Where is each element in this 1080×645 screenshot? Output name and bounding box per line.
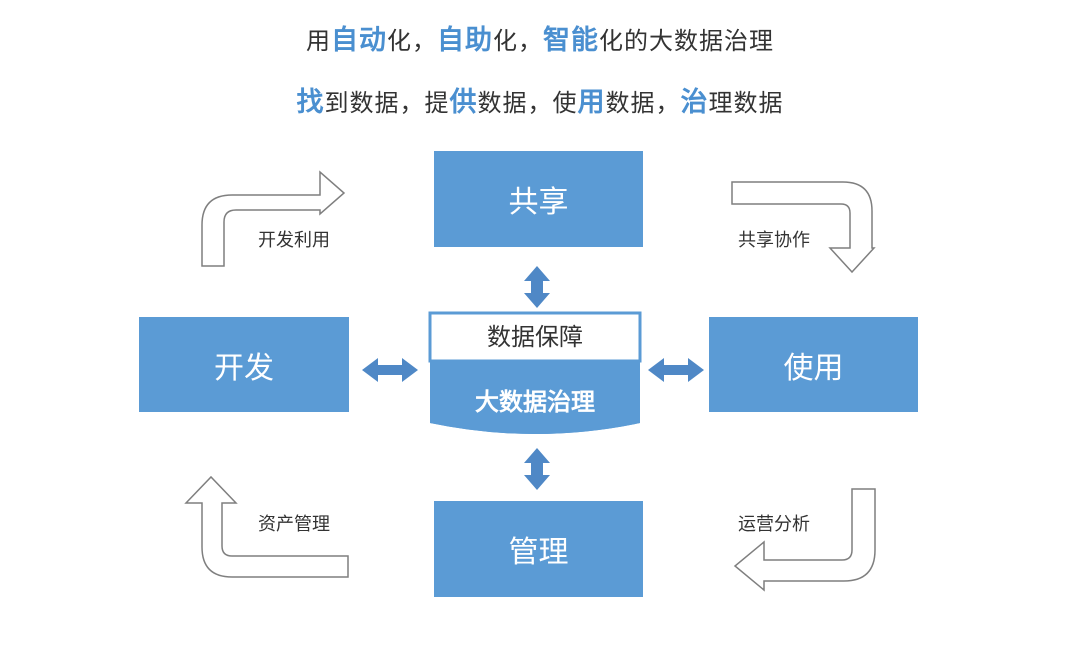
headline-text: 化的大数据治理 [599,27,774,55]
box-share: 共享 [434,151,643,247]
double-arrow-horizontal-left [362,358,418,382]
headline-text: 到数据，提 [324,89,450,117]
bent-arrow-top-left [201,170,346,267]
headline-text: 用 [306,27,331,55]
flow-label-operations-analysis: 运营分析 [738,514,810,535]
core-label-data-assurance: 数据保障 [487,323,583,351]
bent-arrow-bottom-left [184,475,349,578]
headline-highlight: 供 [449,87,478,118]
flow-label-develop-utilize: 开发利用 [258,230,330,251]
headline-text: 数据，使 [477,89,578,117]
double-arrow-vertical-bottom [524,448,550,490]
big-data-governance-cylinder [428,311,642,434]
headline-highlight: 用 [577,87,606,118]
headline-text: 化， [387,27,437,55]
headline-highlight: 自助 [437,25,493,56]
flow-label-asset-management: 资产管理 [258,514,330,535]
headline-text: 数据， [605,89,681,117]
bent-arrow-bottom-right [733,488,876,592]
headline-text: 理数据 [708,89,784,117]
headline-text: 化， [493,27,543,55]
headline-highlight: 智能 [543,25,599,56]
flow-label-share-collaborate: 共享协作 [738,230,810,251]
bent-arrow-top-right [731,181,876,274]
box-manage: 管理 [434,501,643,597]
double-arrow-vertical-top [524,266,550,308]
double-arrow-horizontal-right [648,358,704,382]
core-label-big-data-governance: 大数据治理 [475,388,595,416]
box-use: 使用 [709,317,918,412]
headline-line-2: 找到数据，提供数据，使用数据，治理数据 [0,80,1080,119]
box-develop: 开发 [139,317,349,412]
headline-highlight: 自动 [331,25,387,56]
headline-highlight: 找 [296,87,325,118]
headline-line-1: 用自动化，自助化，智能化的大数据治理 [0,18,1080,57]
headline-highlight: 治 [680,87,709,118]
